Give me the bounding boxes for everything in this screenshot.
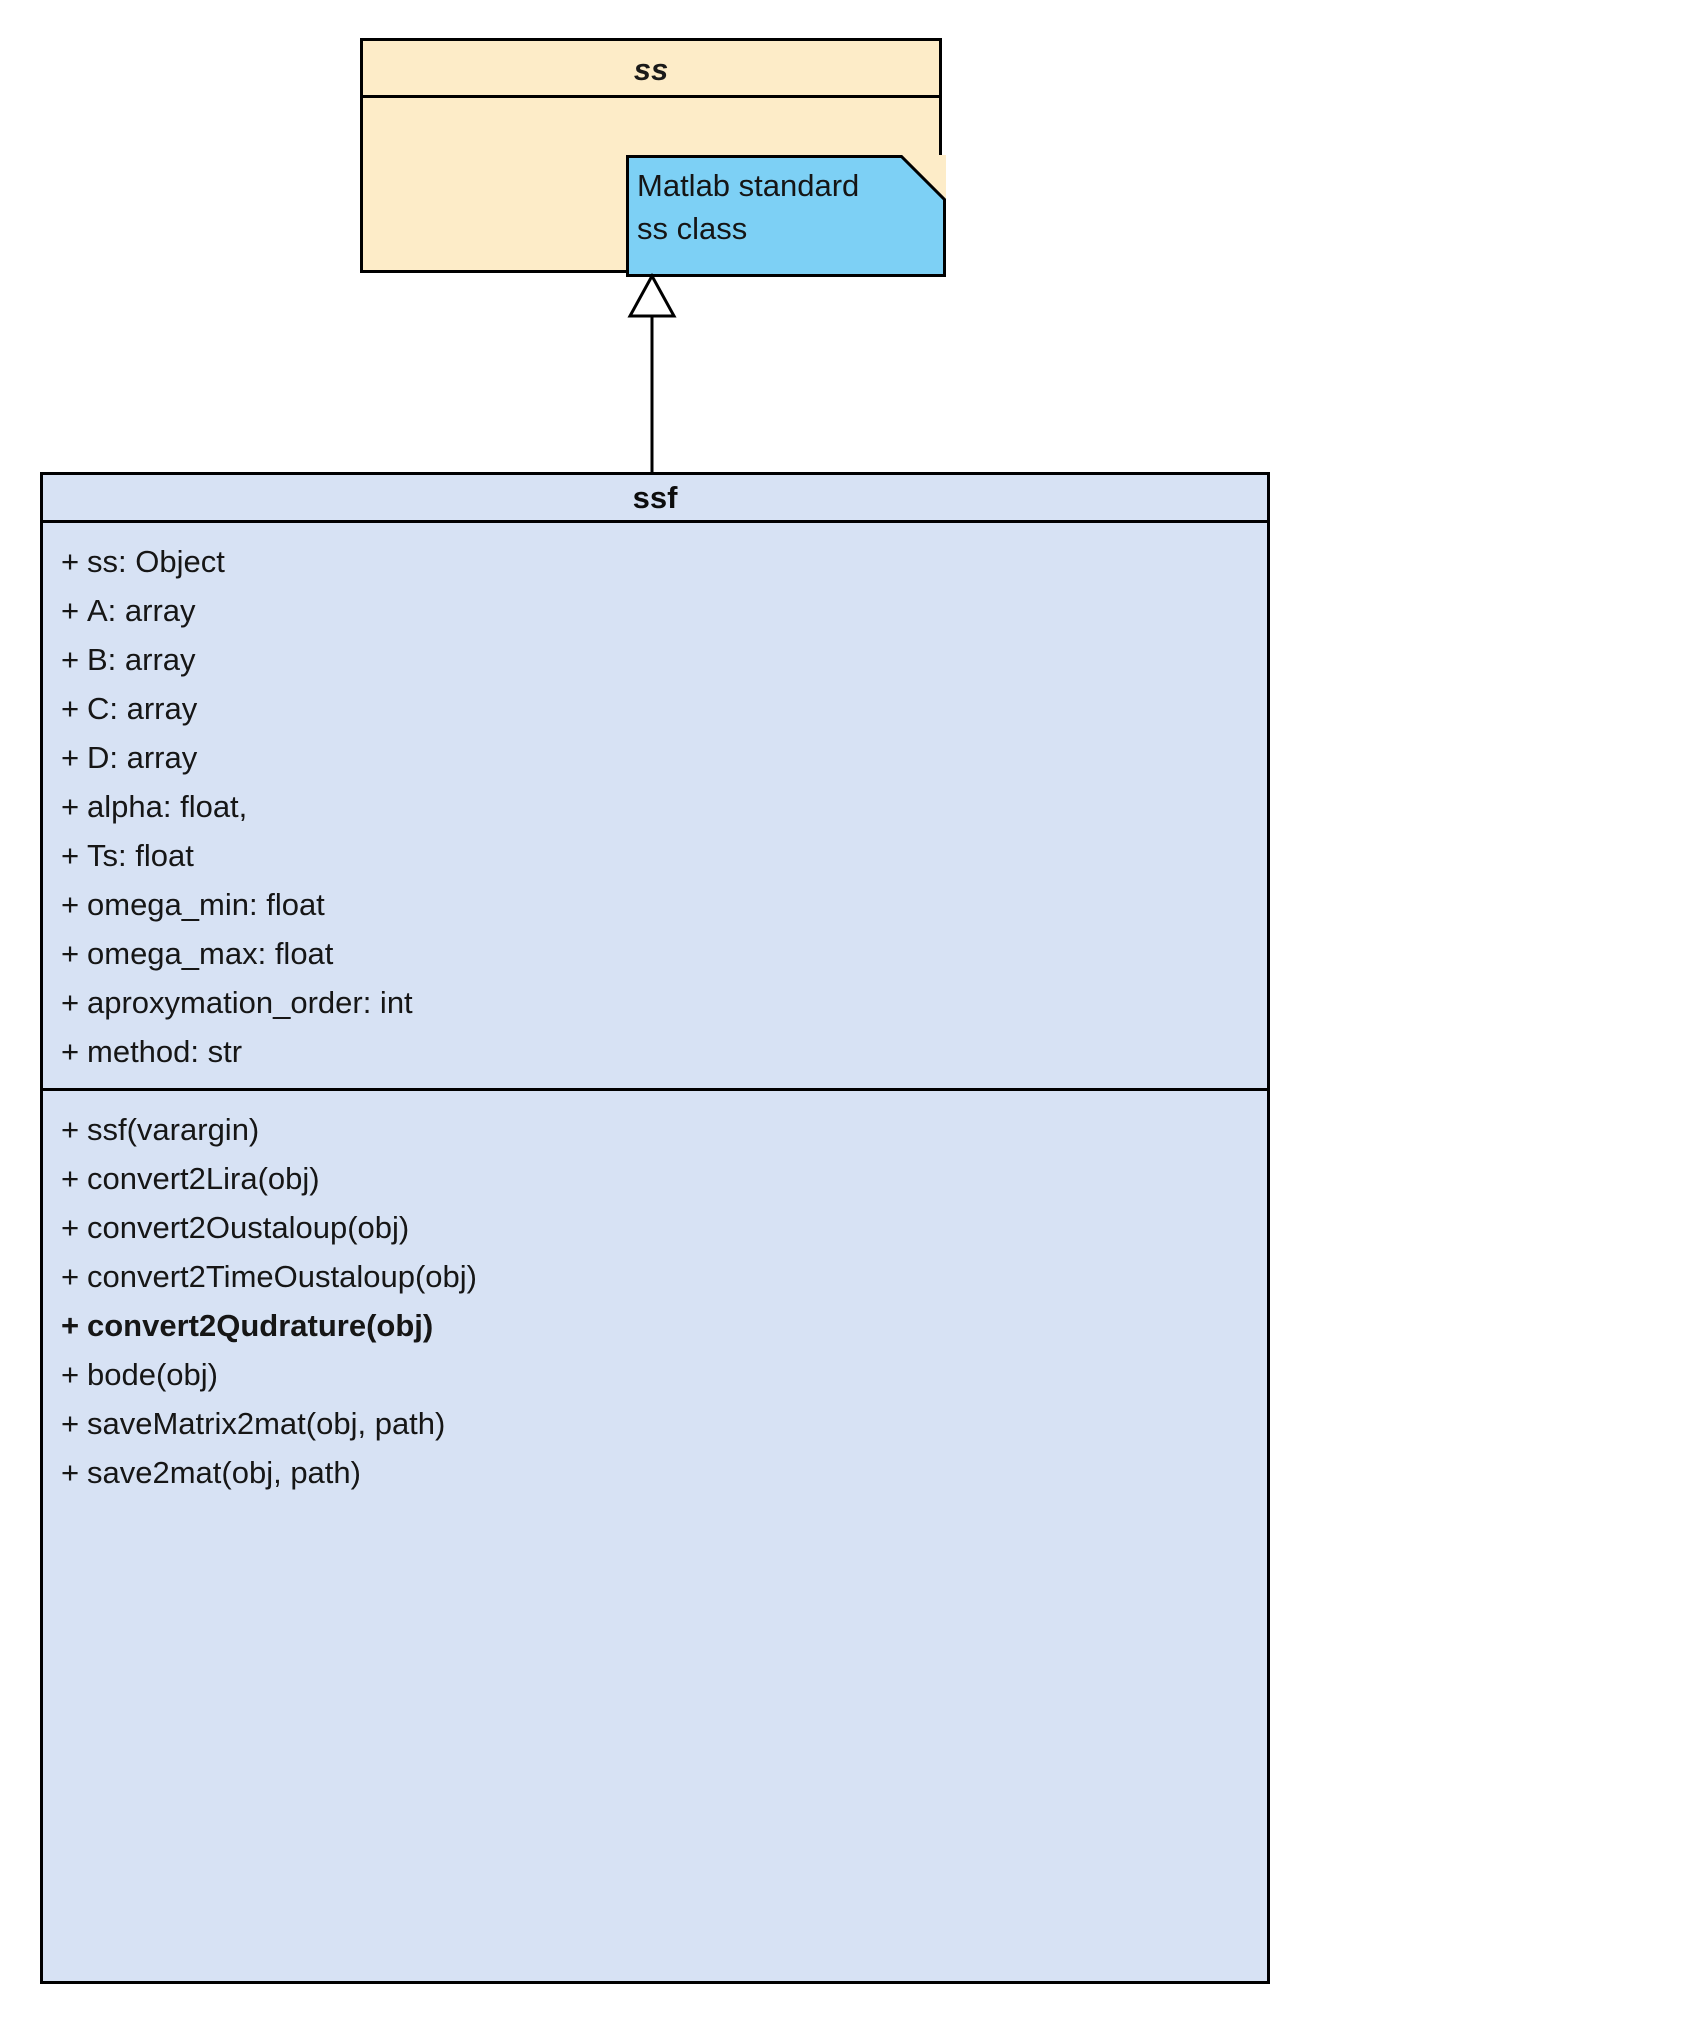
visibility-marker: + <box>61 544 80 579</box>
attribute-row: +omega_max: float <box>43 929 1267 978</box>
operation-label: convert2Lira(obj) <box>87 1161 320 1196</box>
operation-row: +convert2TimeOustaloup(obj) <box>43 1252 1267 1301</box>
visibility-marker: + <box>61 691 80 726</box>
visibility-marker: + <box>61 838 80 873</box>
uml-class-ssf[interactable]: ssf +ss: Object +A: array +B: array +C: … <box>40 472 1270 1984</box>
operation-label: convert2Oustaloup(obj) <box>87 1210 410 1245</box>
attribute-row: +aproxymation_order: int <box>43 978 1267 1027</box>
operation-row: +save2mat(obj, path) <box>43 1448 1267 1497</box>
operation-row: +saveMatrix2mat(obj, path) <box>43 1399 1267 1448</box>
attribute-label: ss: Object <box>87 544 225 579</box>
note-box[interactable]: Matlab standard ss class <box>626 155 946 277</box>
operation-label: convert2Qudrature(obj) <box>87 1308 434 1343</box>
operations-compartment: +ssf(varargin) +convert2Lira(obj) +conve… <box>43 1091 1267 1981</box>
visibility-marker: + <box>61 985 80 1020</box>
visibility-marker: + <box>61 1034 80 1069</box>
note-text: Matlab standard ss class <box>637 168 860 246</box>
visibility-marker: + <box>61 1112 80 1147</box>
visibility-marker: + <box>61 887 80 922</box>
attribute-label: omega_min: float <box>87 887 325 922</box>
inheritance-triangle-icon <box>627 272 677 318</box>
operation-row: +convert2Oustaloup(obj) <box>43 1203 1267 1252</box>
attribute-label: alpha: float, <box>87 789 248 824</box>
generalization-connector <box>627 272 677 483</box>
note-fold-corner-icon <box>900 155 946 201</box>
operation-row: +ssf(varargin) <box>43 1105 1267 1154</box>
attribute-label: C: array <box>87 691 198 726</box>
attribute-row: +ss: Object <box>43 537 1267 586</box>
visibility-marker: + <box>61 936 80 971</box>
visibility-marker: + <box>61 1455 80 1490</box>
operation-label: saveMatrix2mat(obj, path) <box>87 1406 446 1441</box>
operation-label: save2mat(obj, path) <box>87 1455 361 1490</box>
visibility-marker: + <box>61 1406 80 1441</box>
attribute-row: +alpha: float, <box>43 782 1267 831</box>
visibility-marker: + <box>61 642 80 677</box>
operation-row: +convert2Lira(obj) <box>43 1154 1267 1203</box>
visibility-marker: + <box>61 1210 80 1245</box>
visibility-marker: + <box>61 1308 80 1343</box>
attribute-label: B: array <box>87 642 196 677</box>
visibility-marker: + <box>61 1161 80 1196</box>
visibility-marker: + <box>61 593 80 628</box>
attributes-compartment: +ss: Object +A: array +B: array +C: arra… <box>43 523 1267 1091</box>
class-name-ssf: ssf <box>43 475 1267 523</box>
operation-label: convert2TimeOustaloup(obj) <box>87 1259 477 1294</box>
attribute-row: +C: array <box>43 684 1267 733</box>
attribute-label: D: array <box>87 740 198 775</box>
attribute-label: omega_max: float <box>87 936 334 971</box>
attribute-label: A: array <box>87 593 196 628</box>
uml-class-ss[interactable]: ss Matlab standard ss class <box>360 38 946 277</box>
operation-row-highlighted: +convert2Qudrature(obj) <box>43 1301 1267 1350</box>
visibility-marker: + <box>61 740 80 775</box>
class-body-ss: Matlab standard ss class <box>363 98 946 277</box>
operation-label: bode(obj) <box>87 1357 218 1392</box>
attribute-row: +omega_min: float <box>43 880 1267 929</box>
attribute-row: +method: str <box>43 1027 1267 1076</box>
attribute-label: method: str <box>87 1034 243 1069</box>
operation-label: ssf(varargin) <box>87 1112 260 1147</box>
attribute-row: +A: array <box>43 586 1267 635</box>
visibility-marker: + <box>61 1259 80 1294</box>
visibility-marker: + <box>61 789 80 824</box>
attribute-row: +D: array <box>43 733 1267 782</box>
class-name-ss: ss <box>363 41 939 98</box>
visibility-marker: + <box>61 1357 80 1392</box>
operation-row: +bode(obj) <box>43 1350 1267 1399</box>
attribute-row: +Ts: float <box>43 831 1267 880</box>
attribute-label: aproxymation_order: int <box>87 985 413 1020</box>
attribute-row: +B: array <box>43 635 1267 684</box>
attribute-label: Ts: float <box>87 838 194 873</box>
